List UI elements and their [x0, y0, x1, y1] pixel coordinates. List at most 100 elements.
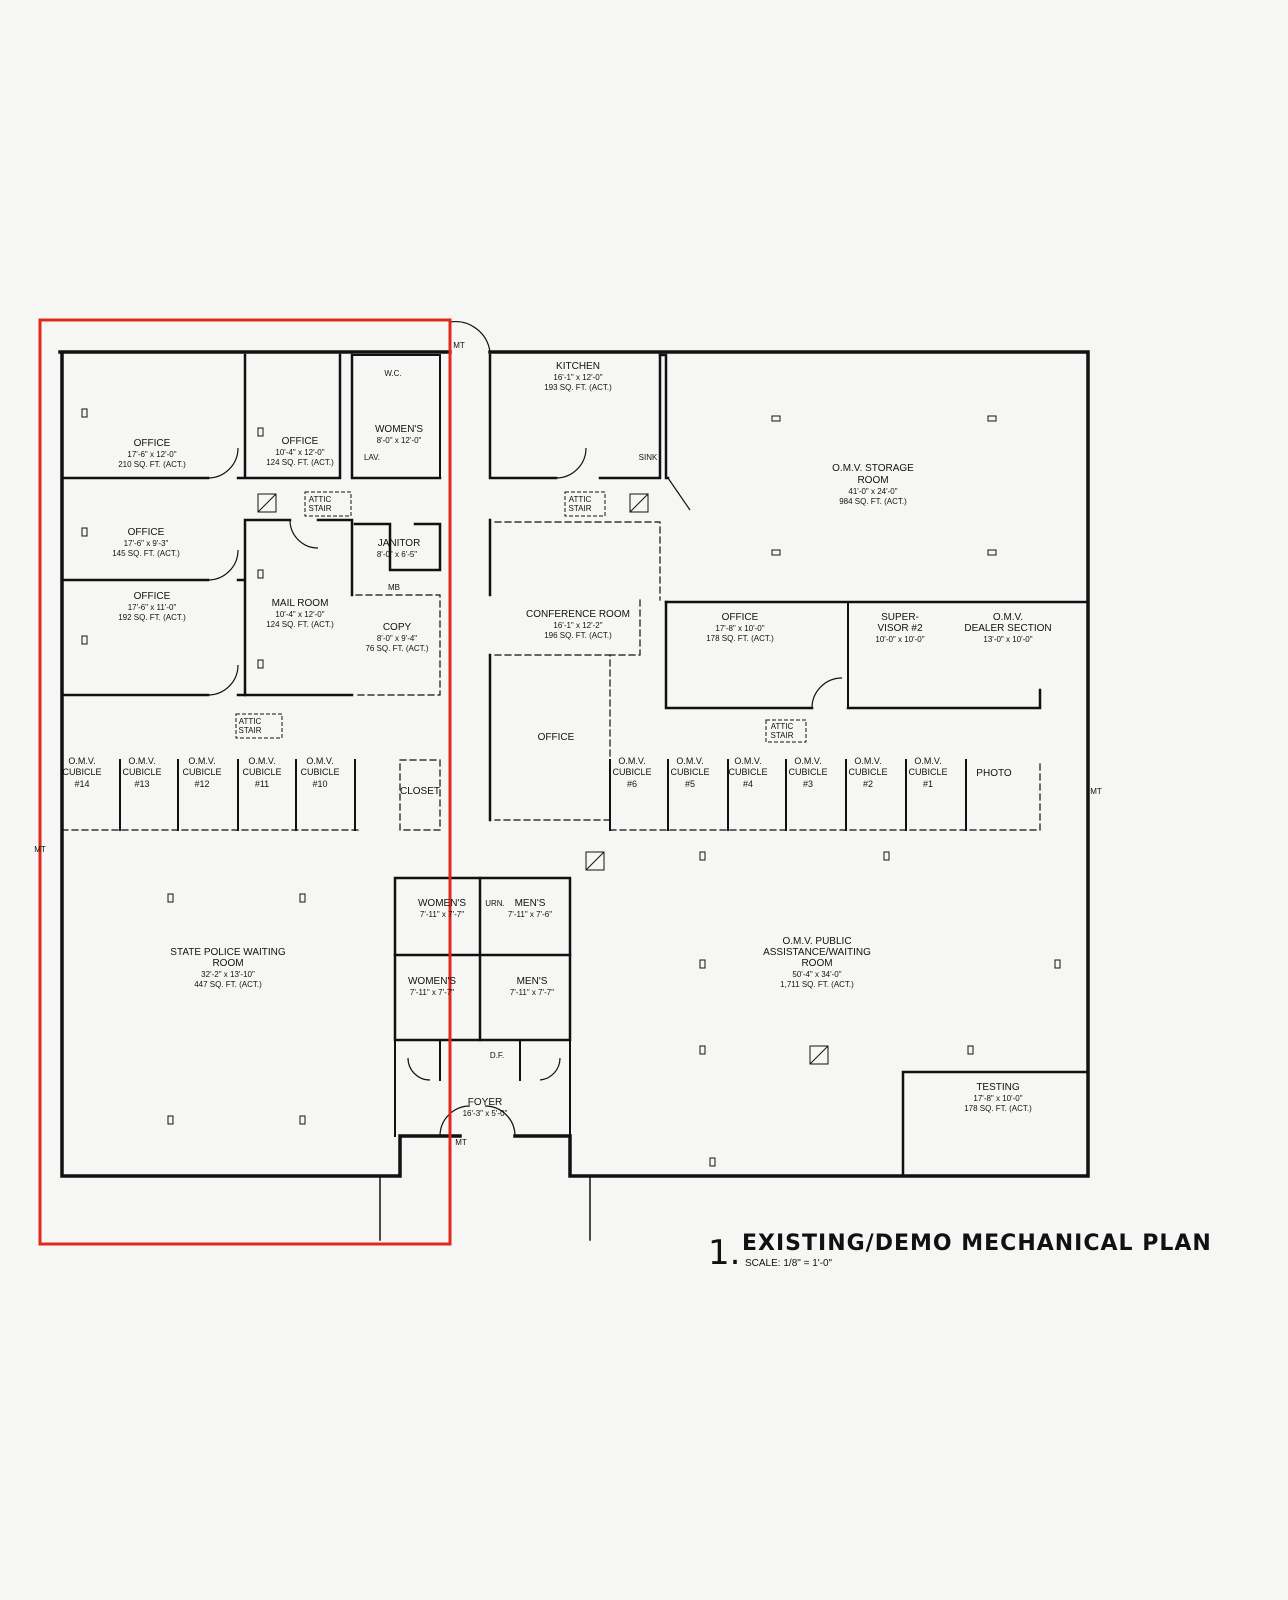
svg-text:32'-2" x 13'-10": 32'-2" x 13'-10"	[201, 970, 255, 979]
svg-text:O.M.V.: O.M.V.	[128, 756, 155, 766]
svg-text:#11: #11	[255, 779, 269, 789]
svg-text:O.M.V.: O.M.V.	[794, 756, 821, 766]
svg-text:O.M.V. PUBLIC: O.M.V. PUBLIC	[782, 936, 851, 947]
attic-stair-2: ATTIC STAIR	[564, 491, 606, 517]
cubicle-10: O.M.V. CUBICLE #10	[300, 756, 339, 789]
plan-scale: SCALE: 1/8" = 1'-0"	[745, 1258, 833, 1269]
cubicles-left: O.M.V. CUBICLE #14 O.M.V. CUBICLE #13 O.…	[62, 756, 339, 789]
svg-text:OFFICE: OFFICE	[134, 438, 171, 449]
svg-text:ROOM: ROOM	[857, 475, 888, 486]
svg-text:CUBICLE: CUBICLE	[122, 767, 161, 777]
svg-text:O.M.V.: O.M.V.	[618, 756, 645, 766]
svg-text:TESTING: TESTING	[976, 1082, 1020, 1093]
svg-text:178 SQ. FT. (ACT.): 178 SQ. FT. (ACT.)	[706, 634, 774, 643]
wc-label: W.C.	[384, 369, 401, 378]
room-closet: CLOSET	[400, 786, 440, 797]
svg-text:CUBICLE: CUBICLE	[182, 767, 221, 777]
svg-text:WOMEN'S: WOMEN'S	[418, 898, 466, 909]
room-office-3: OFFICE 17'-6" x 9'-3" 145 SQ. FT. (ACT.)	[112, 527, 180, 558]
highlight-box	[38, 318, 452, 1246]
room-office-2: OFFICE 10'-4" x 12'-0" 124 SQ. FT. (ACT.…	[266, 436, 334, 467]
room-mail-room: MAIL ROOM 10'-4" x 12'-0" 124 SQ. FT. (A…	[266, 598, 334, 629]
svg-text:JANITOR: JANITOR	[378, 538, 421, 549]
room-janitor: JANITOR 8'-0" x 6'-5"	[377, 538, 420, 559]
room-womens-b: WOMEN'S 7'-11" x 7'-7"	[408, 976, 456, 997]
svg-text:#4: #4	[743, 779, 753, 789]
svg-text:O.M.V.: O.M.V.	[676, 756, 703, 766]
svg-text:16'-1" x 12'-2": 16'-1" x 12'-2"	[553, 621, 602, 630]
room-womens-a: WOMEN'S 7'-11" x 7'-7"	[418, 898, 466, 919]
svg-text:O.M.V.: O.M.V.	[914, 756, 941, 766]
cubicle-11: O.M.V. CUBICLE #11	[242, 756, 281, 789]
room-state-police-waiting: STATE POLICE WAITING ROOM 32'-2" x 13'-1…	[170, 947, 286, 989]
room-supervisor: SUPER- VISOR #2 10'-0" x 10'-0"	[875, 612, 924, 644]
svg-text:#1: #1	[923, 779, 933, 789]
room-copy: COPY 8'-0" x 9'-4" 76 SQ. FT. (ACT.)	[365, 622, 428, 653]
svg-text:#6: #6	[627, 779, 637, 789]
svg-text:O.M.V.: O.M.V.	[993, 612, 1023, 623]
cubicle-13: O.M.V. CUBICLE #13	[122, 756, 161, 789]
svg-text:#14: #14	[74, 779, 89, 789]
svg-text:13'-0" x 10'-0": 13'-0" x 10'-0"	[983, 635, 1032, 644]
svg-text:O.M.V.: O.M.V.	[734, 756, 761, 766]
room-office-5: OFFICE 17'-8" x 10'-0" 178 SQ. FT. (ACT.…	[706, 612, 774, 643]
svg-text:CUBICLE: CUBICLE	[670, 767, 709, 777]
symbols: ATTIC STAIR ATTIC STAIR ATTIC STAIR ATTI…	[34, 341, 1102, 1147]
plan-number: 1.	[708, 1233, 740, 1273]
svg-text:178 SQ. FT. (ACT.): 178 SQ. FT. (ACT.)	[964, 1104, 1032, 1113]
svg-text:O.M.V.: O.M.V.	[68, 756, 95, 766]
svg-text:17'-6" x 12'-0": 17'-6" x 12'-0"	[127, 450, 176, 459]
mt-label-left: MT	[34, 845, 46, 854]
svg-text:ATTIC: ATTIC	[239, 717, 262, 726]
svg-text:VISOR #2: VISOR #2	[877, 623, 922, 634]
svg-text:CUBICLE: CUBICLE	[848, 767, 887, 777]
svg-text:1,711 SQ. FT. (ACT.): 1,711 SQ. FT. (ACT.)	[780, 980, 854, 989]
svg-text:CUBICLE: CUBICLE	[242, 767, 281, 777]
room-conference: CONFERENCE ROOM 16'-1" x 12'-2" 196 SQ. …	[526, 609, 630, 640]
svg-text:8'-0" x 9'-4": 8'-0" x 9'-4"	[377, 634, 417, 643]
svg-text:17'-8" x 10'-0": 17'-8" x 10'-0"	[715, 624, 764, 633]
df-label: D.F.	[490, 1051, 504, 1060]
mb-label: MB	[388, 583, 400, 592]
return-air-2	[629, 493, 649, 513]
room-labels: OFFICE 17'-6" x 12'-0" 210 SQ. FT. (ACT.…	[112, 361, 1051, 1118]
svg-text:DEALER SECTION: DEALER SECTION	[964, 623, 1051, 634]
svg-text:OFFICE: OFFICE	[134, 591, 171, 602]
svg-text:7'-11" x 7'-6": 7'-11" x 7'-6"	[508, 910, 552, 919]
svg-text:7'-11" x 7'-7": 7'-11" x 7'-7"	[410, 988, 454, 997]
svg-text:CUBICLE: CUBICLE	[62, 767, 101, 777]
svg-text:#13: #13	[134, 779, 149, 789]
return-air-3	[585, 851, 605, 871]
svg-text:FOYER: FOYER	[468, 1097, 502, 1108]
svg-text:CUBICLE: CUBICLE	[908, 767, 947, 777]
svg-text:CONFERENCE ROOM: CONFERENCE ROOM	[526, 609, 630, 620]
svg-text:STAIR: STAIR	[771, 731, 794, 740]
room-dealer-section: O.M.V. DEALER SECTION 13'-0" x 10'-0"	[964, 612, 1051, 644]
svg-text:STATE POLICE WAITING: STATE POLICE WAITING	[170, 947, 286, 958]
room-mens-a: MEN'S 7'-11" x 7'-6"	[508, 898, 552, 919]
svg-text:#12: #12	[194, 779, 209, 789]
svg-text:ASSISTANCE/WAITING: ASSISTANCE/WAITING	[763, 947, 871, 958]
cubicle-14: O.M.V. CUBICLE #14	[62, 756, 101, 789]
urn-label: URN.	[485, 899, 505, 908]
svg-text:17'-8" x 10'-0": 17'-8" x 10'-0"	[973, 1094, 1022, 1103]
svg-text:145 SQ. FT. (ACT.): 145 SQ. FT. (ACT.)	[112, 549, 180, 558]
room-womens-top: WOMEN'S 8'-0" x 12'-0"	[375, 424, 423, 445]
svg-text:MEN'S: MEN'S	[517, 976, 548, 987]
svg-text:ROOM: ROOM	[212, 958, 243, 969]
svg-text:196 SQ. FT. (ACT.): 196 SQ. FT. (ACT.)	[544, 631, 612, 640]
cubicle-6: O.M.V. CUBICLE #6	[612, 756, 651, 789]
cubicle-1: O.M.V. CUBICLE #1	[908, 756, 947, 789]
lav-label: LAV.	[364, 453, 380, 462]
room-omv-storage: O.M.V. STORAGE ROOM 41'-0" x 24'-0" 984 …	[832, 463, 914, 506]
svg-text:41'-0" x 24'-0": 41'-0" x 24'-0"	[848, 487, 897, 496]
plan-title: EXISTING/DEMO MECHANICAL PLAN	[742, 1231, 1212, 1256]
room-foyer: FOYER 16'-3" x 5'-0"	[463, 1097, 508, 1118]
svg-text:OFFICE: OFFICE	[128, 527, 165, 538]
svg-text:STAIR: STAIR	[309, 504, 332, 513]
svg-text:KITCHEN: KITCHEN	[556, 361, 600, 372]
room-testing: TESTING 17'-8" x 10'-0" 178 SQ. FT. (ACT…	[964, 1082, 1032, 1113]
room-office-4: OFFICE 17'-6" x 11'-0" 192 SQ. FT. (ACT.…	[118, 591, 186, 622]
svg-text:O.M.V.: O.M.V.	[188, 756, 215, 766]
